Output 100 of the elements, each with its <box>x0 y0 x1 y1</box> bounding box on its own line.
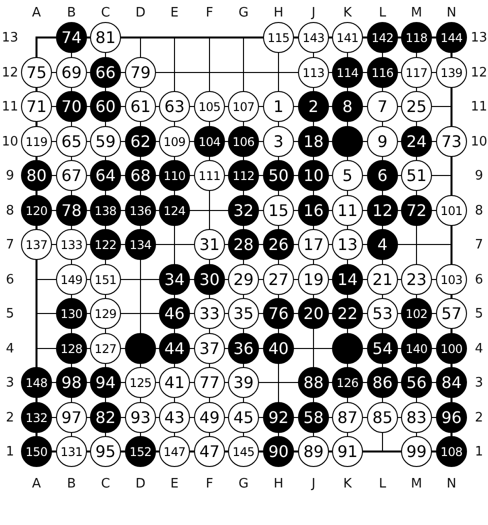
move-number: 126 <box>336 376 358 388</box>
go-stone <box>367 264 398 295</box>
move-number: 26 <box>268 236 289 252</box>
go-stone <box>436 195 467 226</box>
go-stone <box>401 333 432 364</box>
go-stone <box>332 298 363 329</box>
go-stone <box>56 298 87 329</box>
move-number: 93 <box>130 410 151 426</box>
go-stone <box>367 57 398 88</box>
move-number: 7 <box>377 98 388 114</box>
move-number: 15 <box>268 202 289 218</box>
move-number: 31 <box>199 236 220 252</box>
move-number: 41 <box>164 374 185 390</box>
move-number: 54 <box>372 340 393 356</box>
move-number: 111 <box>198 170 220 182</box>
go-stone <box>298 264 329 295</box>
go-stone <box>298 195 329 226</box>
go-stone <box>263 402 294 433</box>
move-number: 49 <box>199 410 220 426</box>
row-label: 9 <box>6 169 14 182</box>
move-number: 138 <box>94 204 116 216</box>
move-number: 109 <box>163 136 186 148</box>
move-number: 97 <box>61 410 82 426</box>
column-label: H <box>274 478 284 490</box>
go-stone <box>90 367 121 398</box>
move-number: 68 <box>130 168 151 184</box>
go-stone <box>436 402 467 433</box>
column-label: M <box>410 6 422 20</box>
move-number: 65 <box>61 134 82 150</box>
column-label: L <box>378 6 386 20</box>
move-number: 96 <box>441 410 462 426</box>
row-label: 3 <box>6 376 14 389</box>
move-number: 39 <box>233 374 254 390</box>
move-number: 98 <box>61 374 82 390</box>
go-stone <box>298 402 329 433</box>
go-stone <box>194 367 225 398</box>
go-stone <box>401 264 432 295</box>
go-stone <box>263 126 294 157</box>
go-stone <box>56 402 87 433</box>
row-label: 7 <box>6 238 14 251</box>
move-number: 12 <box>372 202 393 218</box>
move-number: 14 <box>337 272 358 288</box>
move-number: 116 <box>371 66 394 78</box>
go-stone <box>194 298 225 329</box>
go-stone <box>56 333 87 364</box>
move-number: 16 <box>303 202 324 218</box>
column-label: A <box>32 6 41 20</box>
go-stone <box>194 126 225 157</box>
go-stone <box>401 126 432 157</box>
move-number: 131 <box>60 446 82 458</box>
move-number: 23 <box>406 272 427 288</box>
column-label: K <box>343 6 352 20</box>
move-number: 90 <box>268 444 289 460</box>
move-number: 92 <box>268 410 289 426</box>
go-stone <box>298 22 329 53</box>
move-number: 1 <box>273 98 284 114</box>
go-stone <box>436 264 467 295</box>
go-stone <box>228 367 259 398</box>
move-number: 95 <box>95 444 116 460</box>
go-stone <box>332 22 363 53</box>
go-stone <box>436 57 467 88</box>
go-stone <box>21 160 52 191</box>
move-number: 140 <box>405 342 428 354</box>
go-stone <box>159 160 190 191</box>
column-label: E <box>170 6 179 20</box>
go-stone <box>21 195 52 226</box>
move-number: 69 <box>61 64 82 80</box>
row-label: 13 <box>470 31 488 44</box>
column-label: C <box>100 6 110 20</box>
move-number: 104 <box>198 136 220 148</box>
go-stone <box>194 91 225 122</box>
go-stone <box>125 402 156 433</box>
row-label: 5 <box>6 307 14 320</box>
move-number: 137 <box>25 238 48 250</box>
go-stone <box>298 298 329 329</box>
go-stone <box>159 298 190 329</box>
move-number: 9 <box>377 134 388 150</box>
row-label: 1 <box>6 445 14 458</box>
go-stone <box>298 229 329 260</box>
go-stone <box>159 402 190 433</box>
move-number: 47 <box>199 444 220 460</box>
move-number: 73 <box>441 134 462 150</box>
move-number: 2 <box>308 98 319 114</box>
move-number: 18 <box>303 134 324 150</box>
go-stone <box>125 126 156 157</box>
go-stone <box>125 195 156 226</box>
row-label: 12 <box>470 66 488 79</box>
move-number: 84 <box>441 374 462 390</box>
go-stone <box>367 402 398 433</box>
go-stone <box>332 402 363 433</box>
move-number: 32 <box>233 202 254 218</box>
go-stone <box>90 436 121 467</box>
go-stone <box>228 195 259 226</box>
column-label: B <box>67 478 76 490</box>
go-stone <box>436 126 467 157</box>
go-stone <box>332 57 363 88</box>
go-stone <box>56 195 87 226</box>
move-number: 139 <box>440 66 462 78</box>
go-stone <box>159 436 190 467</box>
move-number: 85 <box>372 410 393 426</box>
